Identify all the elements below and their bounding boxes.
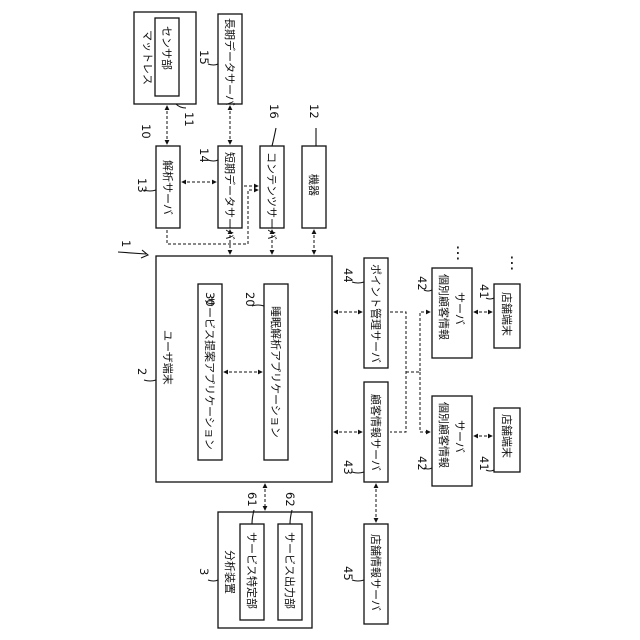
customer-server-ref-leader bbox=[352, 472, 364, 473]
ellipsis-individual-servers: ⋮ bbox=[450, 243, 466, 262]
long-term-server-ref-leader bbox=[208, 64, 218, 65]
sleep-app-label: 睡眠解析アプリケーション bbox=[269, 306, 283, 438]
service-output-label: サービス出力部 bbox=[283, 532, 297, 609]
link-bus-individual-b bbox=[420, 372, 430, 432]
user-terminal-box bbox=[156, 256, 332, 482]
individual-server-a-ref: 42 bbox=[415, 276, 429, 291]
user-terminal-ref-leader bbox=[144, 380, 156, 381]
link-bus-individual-a bbox=[406, 312, 430, 372]
analysis-device-ref: 3 bbox=[197, 568, 211, 575]
service-app-label: サービス提案アプリケーション bbox=[203, 296, 217, 450]
analysis-device-label: 分析装置 bbox=[223, 550, 237, 594]
mattress-ref: 10 bbox=[139, 124, 153, 139]
sleep-app-ref: 20 bbox=[243, 292, 257, 307]
sensor-ref: 11 bbox=[182, 112, 196, 127]
link-point-customer-bus bbox=[390, 312, 406, 432]
short-term-server-label: 短期データサーバ bbox=[223, 152, 237, 240]
analysis-device-ref-leader bbox=[208, 580, 218, 581]
contents-server-label: コンテンツサーバ bbox=[265, 152, 278, 240]
long-term-server-ref: 15 bbox=[197, 50, 211, 65]
contents-server-ref-leader bbox=[272, 128, 276, 146]
store-info-server-label: 店舗情報サーバ bbox=[369, 534, 383, 611]
point-server-ref: 44 bbox=[341, 268, 355, 283]
individual-server-a-label2: サーバ bbox=[453, 292, 466, 325]
store-terminal-a-ref: 41 bbox=[477, 284, 491, 299]
analysis-server-ref-leader bbox=[144, 190, 156, 191]
ellipsis-store-terminals: ⋮ bbox=[504, 253, 520, 272]
service-output-ref: 62 bbox=[283, 492, 297, 507]
analysis-server-label: 解析サーバ bbox=[161, 160, 175, 215]
device-ref: 12 bbox=[307, 104, 321, 119]
service-identify-ref: 61 bbox=[245, 492, 259, 507]
store-terminal-b-label: 店舗端末 bbox=[500, 414, 514, 458]
system-ref: 1 bbox=[119, 240, 133, 247]
service-identify-label: サービス特定部 bbox=[245, 532, 259, 609]
individual-server-b-label1: 個別顧客情報 bbox=[437, 402, 451, 468]
user-terminal-ref: 2 bbox=[135, 368, 149, 375]
store-terminal-a-label: 店舗端末 bbox=[500, 292, 514, 336]
point-server-ref-leader bbox=[352, 282, 364, 283]
mattress-label: マットレス bbox=[141, 30, 154, 85]
store-terminal-b-ref: 41 bbox=[477, 456, 491, 471]
individual-server-b-label2: サーバ bbox=[453, 420, 466, 453]
long-term-server-label: 長期データサーバ bbox=[223, 18, 237, 106]
point-server-label: ポイント管理サーバ bbox=[369, 264, 383, 363]
service-app-ref: 30 bbox=[203, 292, 217, 307]
system-ref-leader bbox=[118, 252, 146, 254]
store-info-server-ref: 45 bbox=[341, 566, 355, 581]
device-label: 機器 bbox=[307, 174, 321, 196]
sensor-label: センサ部 bbox=[160, 26, 174, 70]
store-info-server-ref-leader bbox=[352, 580, 364, 581]
individual-server-a-label1: 個別顧客情報 bbox=[437, 274, 451, 340]
contents-server-ref: 16 bbox=[267, 104, 281, 119]
customer-server-label: 顧客情報サーバ bbox=[369, 394, 383, 471]
short-term-server-ref-leader bbox=[208, 160, 218, 161]
user-terminal-label: ユーザ端末 bbox=[161, 330, 175, 385]
